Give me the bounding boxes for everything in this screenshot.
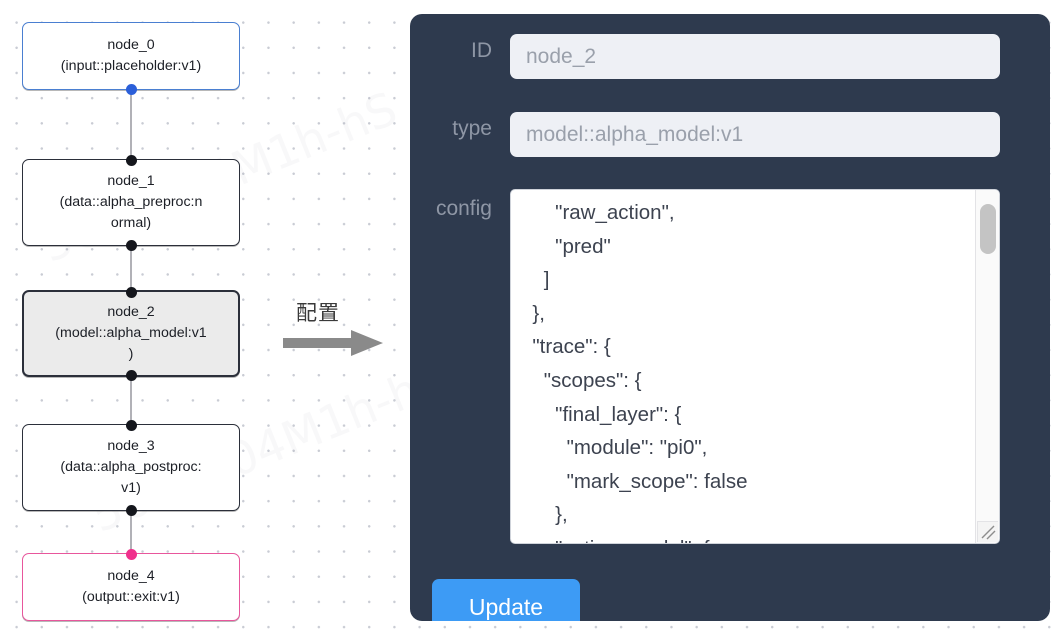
node-2-handle-bottom[interactable] (125, 369, 137, 381)
node-1-handle-bottom[interactable] (125, 239, 137, 251)
transition-arrow-group: 配置 (283, 297, 393, 359)
node-2-title: node_2 (107, 304, 155, 320)
update-button[interactable]: Update (432, 579, 580, 621)
id-label: ID (471, 39, 492, 62)
node-2-subtitle: (model::alpha_model:v1 ) (55, 325, 207, 362)
node-0-title: node_0 (107, 37, 155, 53)
config-scrollbar[interactable] (975, 190, 999, 543)
node-config-panel: ID type config "raw_action", "pred" ] },… (410, 14, 1050, 621)
field-row-type: type (410, 112, 1030, 157)
edge-0-1 (130, 89, 132, 159)
id-input[interactable] (510, 34, 1000, 79)
node-3-handle-bottom[interactable] (125, 504, 137, 516)
node-2[interactable]: node_2 (model::alpha_model:v1 ) (22, 286, 240, 381)
node-4-subtitle: (output::exit:v1) (82, 589, 180, 605)
arrow-icon (283, 330, 383, 361)
node-1-subtitle: (data::alpha_preproc:n ormal) (59, 194, 203, 231)
node-1-title: node_1 (107, 173, 155, 189)
node-0[interactable]: node_0 (input::placeholder:v1) (22, 22, 240, 95)
node-1[interactable]: node_1 (data::alpha_preproc:n ormal) (22, 154, 240, 251)
type-input[interactable] (510, 112, 1000, 157)
node-1-handle-top[interactable] (125, 154, 137, 166)
node-4[interactable]: node_4 (output::exit:v1) (22, 548, 240, 621)
edge-1-2 (130, 245, 132, 295)
node-3-handle-top[interactable] (125, 419, 137, 431)
field-row-config: config "raw_action", "pred" ] }, "trace"… (410, 189, 1030, 544)
type-label: type (452, 117, 492, 140)
node-4-handle-top[interactable] (125, 548, 137, 560)
edge-2-3 (130, 375, 132, 422)
field-row-id: ID (410, 34, 1030, 79)
node-0-handle-bottom[interactable] (125, 83, 137, 95)
arrow-label: 配置 (296, 301, 340, 325)
config-scrollbar-thumb[interactable] (980, 204, 996, 254)
edge-3-4 (130, 511, 132, 551)
node-2-handle-top[interactable] (125, 286, 137, 298)
node-3-title: node_3 (107, 438, 155, 454)
node-3-subtitle: (data::alpha_postproc: v1) (60, 459, 202, 496)
config-textarea[interactable]: "raw_action", "pred" ] }, "trace": { "sc… (532, 201, 748, 543)
config-textarea-wrapper: "raw_action", "pred" ] }, "trace": { "sc… (510, 189, 1000, 544)
node-4-title: node_4 (107, 568, 155, 584)
resize-grip-icon[interactable] (977, 521, 998, 542)
node-0-subtitle: (input::placeholder:v1) (60, 58, 202, 74)
node-3[interactable]: node_3 (data::alpha_postproc: v1) (22, 419, 240, 516)
config-label: config (435, 197, 492, 220)
